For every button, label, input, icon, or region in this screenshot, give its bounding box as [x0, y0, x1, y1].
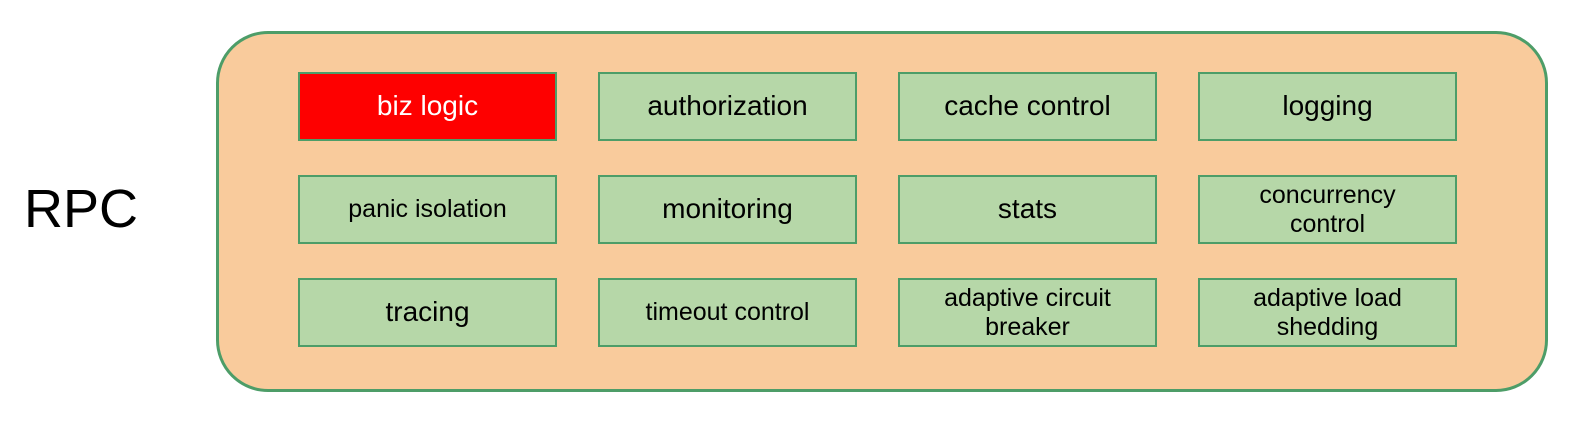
box-monitoring: monitoring	[598, 175, 857, 244]
middleware-grid: biz logic authorization cache control lo…	[298, 72, 1457, 347]
box-biz-logic: biz logic	[298, 72, 557, 141]
box-adaptive-circuit-breaker: adaptive circuit breaker	[898, 278, 1157, 347]
box-stats: stats	[898, 175, 1157, 244]
box-authorization: authorization	[598, 72, 857, 141]
box-concurrency-control: concurrency control	[1198, 175, 1457, 244]
box-cache-control: cache control	[898, 72, 1157, 141]
rpc-middleware-container: biz logic authorization cache control lo…	[216, 31, 1548, 392]
box-logging: logging	[1198, 72, 1457, 141]
rpc-label: RPC	[24, 179, 139, 239]
box-panic-isolation: panic isolation	[298, 175, 557, 244]
box-tracing: tracing	[298, 278, 557, 347]
box-timeout-control: timeout control	[598, 278, 857, 347]
box-adaptive-load-shedding: adaptive load shedding	[1198, 278, 1457, 347]
